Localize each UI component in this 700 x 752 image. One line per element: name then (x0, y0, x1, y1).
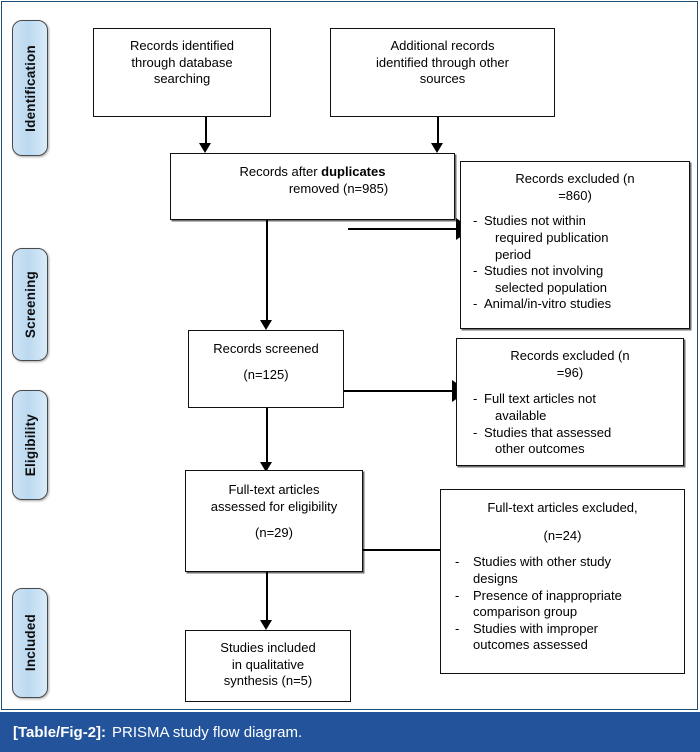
arrowhead-screened-to-fulltext (260, 462, 272, 472)
excluded24-reason-1-l2: designs (473, 570, 518, 586)
phase-label-included: Included (22, 614, 38, 672)
studies-included-line2: in qualitative (231, 656, 305, 672)
excluded24-reason-2-l1: Presence of inappropriate (473, 587, 622, 603)
connector-fulltext-to-included (266, 572, 268, 622)
excluded860-reason-2-l2: selected population (495, 279, 608, 295)
box-fulltext-excluded-24: Full-text articles excluded, (n=24) Stud… (440, 489, 685, 674)
excluded96-reason-1: Full text articles not available (471, 391, 673, 424)
excluded24-reason-list: Studies with other study designs Presenc… (451, 554, 674, 654)
phase-label-identification: Identification (22, 44, 38, 132)
excluded96-title-line2: =96) (556, 364, 584, 380)
box-records-excluded-860: Records excluded (n =860) Studies not wi… (460, 161, 690, 329)
excluded96-title-line1: Records excluded (n (510, 348, 630, 363)
phase-label-eligibility: Eligibility (22, 413, 38, 477)
excluded860-reason-1-l2: required publication (495, 229, 609, 245)
excluded860-reason-1-l1: Studies not within (484, 213, 586, 229)
phase-tab-screening: Screening (12, 248, 48, 361)
figure-caption-tag: [Table/Fig-2]: (13, 723, 107, 741)
excluded96-reason-2: Studies that assessed other outcomes (471, 425, 673, 458)
excluded860-reason-1-l3: period (495, 246, 532, 262)
additional-records-line2: identified through other (376, 54, 509, 70)
records-screened-title: Records screened (213, 341, 319, 356)
box-studies-included: Studies included in qualitative synthesi… (185, 630, 351, 702)
excluded96-reason-1-l2: available (495, 407, 547, 423)
phase-tab-eligibility: Eligibility (12, 390, 48, 500)
fulltext-assessed-line1: Full-text articles (228, 482, 320, 497)
excluded24-reason-2: Presence of inappropriate comparison gro… (451, 588, 674, 621)
box-records-excluded-96: Records excluded (n =96) Full text artic… (456, 338, 684, 466)
arrowhead-fulltext-to-included (260, 620, 272, 630)
figure-caption: [Table/Fig-2]: PRISMA study flow diagram… (0, 712, 700, 752)
excluded96-reason-list: Full text articles not available Studies… (467, 391, 673, 458)
excluded860-title-line2: =860) (558, 187, 592, 203)
excluded24-count: (n=24) (543, 527, 582, 543)
box-fulltext-assessed: Full-text articles assessed for eligibil… (185, 470, 363, 572)
excluded860-reason-2: Studies not involving selected populatio… (471, 263, 679, 296)
excluded24-reason-3-l1: Studies with improper (473, 620, 598, 636)
excluded860-reason-list: Studies not within required publication … (471, 213, 679, 313)
connector-duplicates-to-excluded860 (348, 228, 458, 230)
figure-caption-text: PRISMA study flow diagram. (112, 723, 303, 741)
phase-label-screening: Screening (22, 270, 38, 339)
records-screened-count: (n=125) (243, 366, 289, 382)
excluded24-reason-3-l2: outcomes assessed (473, 637, 588, 653)
additional-records-line1: Additional records (390, 38, 495, 53)
excluded860-reason-3: Animal/in-vitro studies (471, 296, 679, 313)
after-duplicates-keyword: duplicates (321, 164, 386, 179)
excluded24-reason-1: Studies with other study designs (451, 554, 674, 587)
excluded96-reason-1-l1: Full text articles not (484, 391, 596, 407)
phase-tab-included: Included (12, 588, 48, 698)
excluded96-reason-2-l2: other outcomes (495, 441, 585, 457)
excluded860-reason-1: Studies not within required publication … (471, 213, 679, 263)
excluded24-reason-1-l1: Studies with other study (473, 554, 612, 570)
excluded860-reason-2-l1: Studies not involving (484, 263, 604, 279)
connector-identified-to-duplicates (205, 117, 207, 145)
after-duplicates-line1-prefix: Records after (239, 164, 322, 179)
studies-included-line3: synthesis (n=5) (223, 673, 313, 689)
connector-screened-to-fulltext (266, 408, 268, 464)
connector-duplicates-to-screened (266, 220, 268, 322)
arrowhead-additional-to-duplicates (431, 143, 443, 153)
connector-fulltext-to-excluded24 (363, 549, 452, 551)
records-identified-line2: through database (131, 54, 233, 70)
fulltext-assessed-count: (n=29) (255, 525, 293, 541)
records-identified-line3: searching (153, 71, 211, 87)
fulltext-assessed-line2: assessed for eligibility (210, 498, 338, 514)
phase-tab-identification: Identification (12, 20, 48, 156)
box-after-duplicates: Records after duplicates removed (n=985) (170, 153, 455, 220)
connector-additional-to-duplicates (437, 117, 439, 145)
after-duplicates-line2: removed (n=985) (288, 180, 389, 196)
excluded860-title-line1: Records excluded (n (515, 171, 635, 186)
excluded860-reason-3-l1: Animal/in-vitro studies (484, 296, 612, 312)
arrowhead-identified-to-duplicates (199, 143, 211, 153)
records-identified-line1: Records identified (129, 38, 235, 53)
excluded24-title: Full-text articles excluded, (487, 500, 638, 515)
connector-screened-to-excluded96 (344, 390, 454, 392)
excluded24-reason-2-l2: comparison group (473, 604, 578, 620)
excluded96-reason-2-l1: Studies that assessed (484, 424, 612, 440)
studies-included-line1: Studies included (220, 640, 316, 655)
box-additional-records: Additional records identified through ot… (330, 28, 555, 117)
box-records-identified: Records identified through database sear… (93, 28, 271, 117)
additional-records-line3: sources (419, 71, 466, 87)
box-records-screened: Records screened (n=125) (188, 330, 344, 408)
arrowhead-duplicates-to-screened (260, 320, 272, 330)
excluded24-reason-3: Studies with improper outcomes assessed (451, 621, 674, 654)
